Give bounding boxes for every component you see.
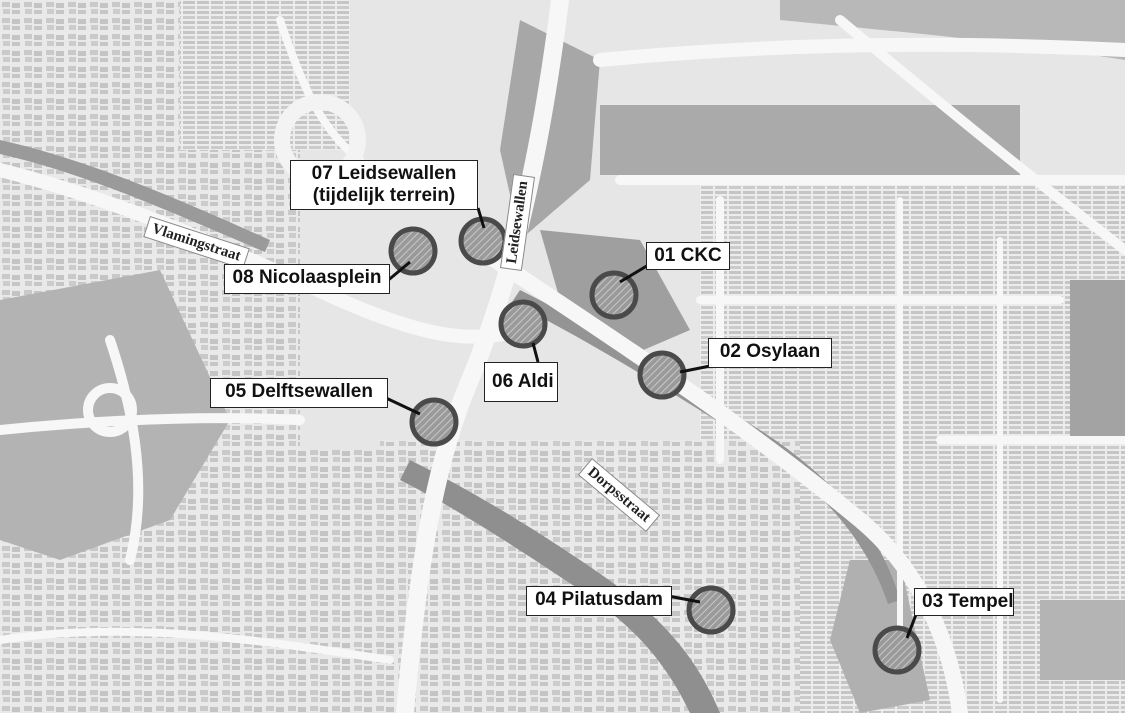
canal bbox=[400, 460, 720, 713]
leader-line bbox=[385, 260, 411, 284]
site-marker-04 bbox=[686, 585, 736, 635]
site-label-01: 01 CKC bbox=[646, 242, 730, 270]
site-markers bbox=[388, 216, 922, 675]
site-label-08: 08 Nicolaasplein bbox=[224, 264, 390, 294]
road bbox=[0, 627, 394, 664]
site-marker-06 bbox=[498, 299, 548, 349]
canal bbox=[512, 290, 900, 604]
site-marker-05 bbox=[409, 397, 459, 447]
site-marker-03 bbox=[872, 625, 922, 675]
site-label-05: 05 Delftsewallen bbox=[210, 378, 388, 408]
building bbox=[1040, 600, 1125, 680]
road bbox=[0, 413, 305, 435]
leader-line bbox=[531, 342, 540, 363]
site-marker-01 bbox=[589, 270, 639, 320]
road bbox=[472, 242, 968, 713]
leader-line bbox=[385, 396, 421, 416]
site-label-07: 07 Leidsewallen (tijdelijk terrein) bbox=[290, 160, 478, 210]
leader-line bbox=[619, 262, 651, 284]
leader-line bbox=[667, 594, 701, 604]
roundabout bbox=[83, 383, 137, 437]
site-label-03: 03 Tempel bbox=[914, 588, 1014, 616]
leader-line bbox=[679, 364, 711, 374]
leader-lines bbox=[385, 207, 919, 639]
building bbox=[1070, 280, 1125, 440]
site-marker-02 bbox=[637, 350, 687, 400]
park-area bbox=[0, 270, 230, 560]
road bbox=[835, 15, 1125, 255]
site-marker-08 bbox=[388, 226, 438, 276]
leader-line bbox=[476, 207, 486, 229]
road bbox=[396, 0, 569, 713]
site-label-06: 06 Aldi bbox=[484, 362, 558, 402]
road bbox=[105, 335, 144, 565]
leader-line bbox=[905, 611, 919, 639]
site-label-04: 04 Pilatusdam bbox=[526, 586, 672, 616]
site-label-02: 02 Osylaan bbox=[708, 338, 832, 368]
road bbox=[593, 37, 1125, 67]
canal bbox=[0, 140, 270, 252]
